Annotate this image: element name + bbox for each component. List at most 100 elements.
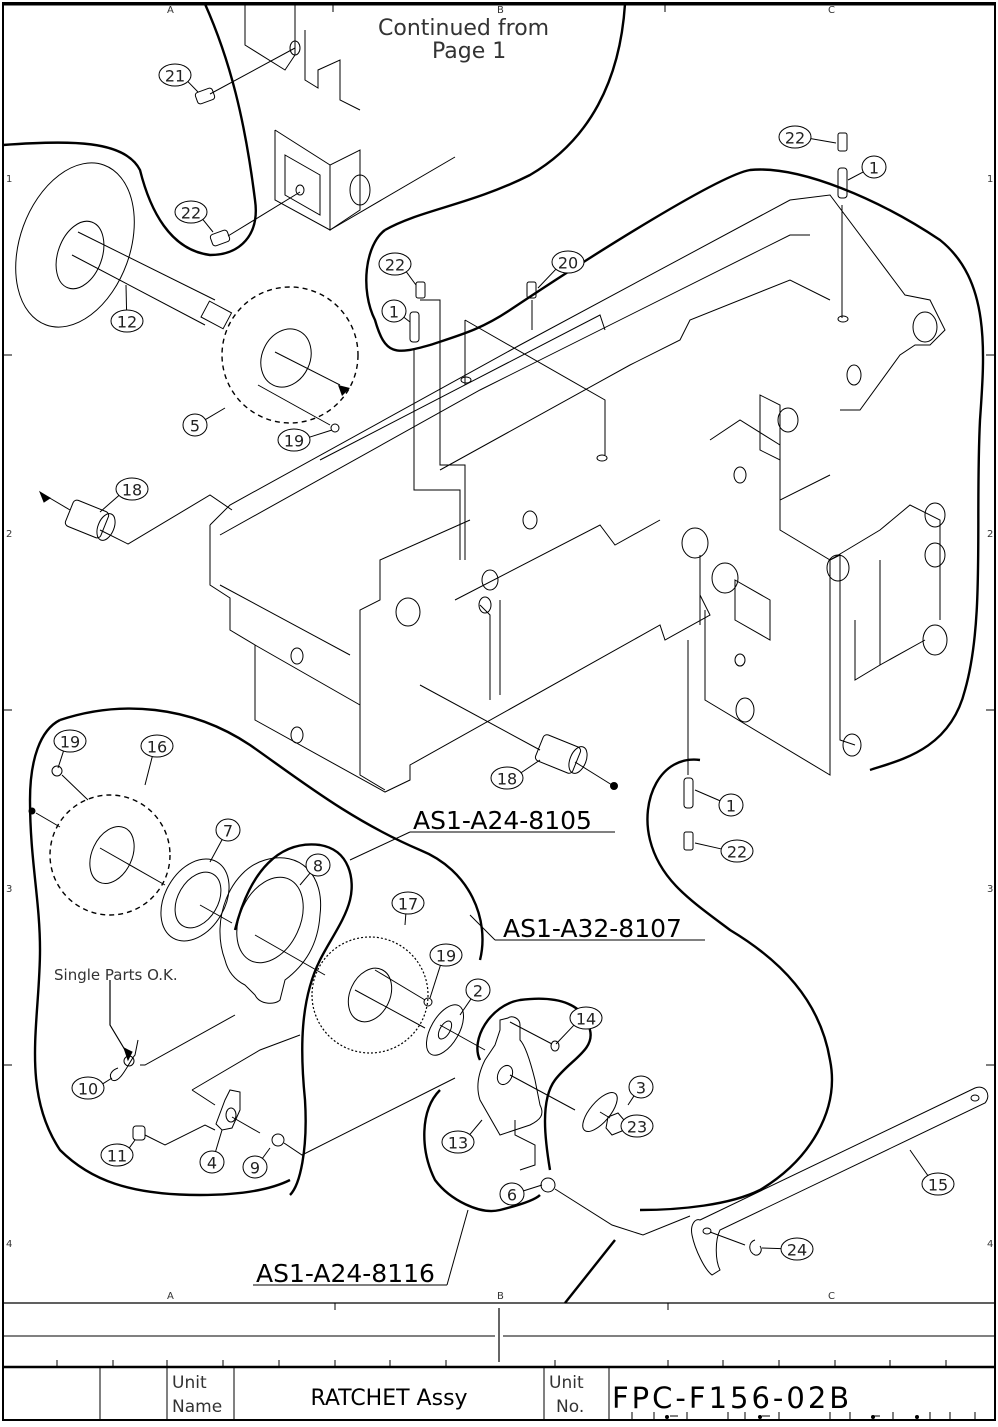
callout-number: 10 [78, 1080, 98, 1099]
callout-leader-line [460, 999, 471, 1015]
callout-number: 18 [122, 481, 142, 500]
spring-part-10 [110, 980, 235, 1081]
ratchet-wheel-part-17 [312, 937, 432, 1053]
callout-leader-line [470, 1120, 482, 1135]
callout-balloon-20: 20 [538, 251, 584, 288]
callout-balloon-18: 18 [491, 760, 540, 789]
callout-balloon-8: 8 [300, 854, 330, 885]
callout-number: 22 [385, 256, 405, 275]
callout-number: 19 [436, 947, 456, 966]
callout-leader-line [430, 965, 440, 998]
single-parts-note: Single Parts O.K. [54, 966, 178, 984]
zone-ticks [3, 3, 995, 1065]
callout-leader-line [762, 1248, 781, 1249]
zone-row-2-left: 2 [6, 529, 12, 540]
callout-leader-line [405, 914, 406, 925]
sprocket-part-5 [222, 287, 358, 432]
callout-leader-line [695, 843, 721, 849]
callout-balloon-22: 22 [779, 126, 836, 148]
callout-number: 12 [117, 313, 137, 332]
callout-balloon-12: 12 [111, 285, 143, 332]
callout-balloon-9: 9 [243, 1148, 270, 1178]
callout-leader-line [262, 1148, 270, 1158]
continued-note-line2: Page 1 [432, 39, 506, 64]
continued-note-line1: Continued from [378, 16, 549, 41]
callout-balloon-22: 22 [175, 201, 213, 232]
callout-leader-line [523, 1185, 542, 1191]
callout-leader-line [300, 873, 310, 885]
screw-part-11 [133, 1125, 215, 1145]
washer-part-2 [419, 999, 485, 1061]
zone-row-1-left: 1 [6, 174, 12, 185]
frame-region-outline-tail [565, 1240, 615, 1303]
callout-balloon-4: 4 [200, 1130, 224, 1173]
callout-number: 21 [165, 67, 185, 86]
callout-balloon-1: 1 [848, 156, 886, 180]
zone-col-c-bottom: C [828, 1291, 835, 1302]
callout-number: 20 [558, 254, 578, 273]
callout-number: 14 [576, 1010, 596, 1029]
callout-number: 1 [389, 303, 399, 322]
callout-leader-line [126, 285, 127, 310]
callout-number: 24 [787, 1241, 807, 1260]
zone-row-2-right: 2 [987, 529, 993, 540]
callout-number: 13 [448, 1134, 468, 1153]
callout-balloon-22: 22 [379, 253, 416, 285]
callout-balloon-1: 1 [382, 300, 410, 322]
pin-and-screw-chain [410, 133, 847, 850]
sheet-border [3, 3, 995, 1420]
unit-name-label-line1: Unit [172, 1373, 207, 1393]
unit-name-value: RATCHET Assy [310, 1386, 467, 1411]
callout-leader-line [910, 1150, 928, 1176]
callout-balloon-2: 2 [460, 979, 490, 1015]
callout-leader-line [58, 751, 64, 768]
callout-balloon-6: 6 [500, 1183, 542, 1205]
callout-balloon-16: 16 [141, 735, 173, 785]
callout-number: 22 [785, 129, 805, 148]
unit-no-value: FPC-F156-02B [612, 1381, 852, 1415]
callout-leader-line [203, 219, 213, 232]
callout-balloon-23: 23 [621, 1115, 653, 1137]
callout-balloon-15: 15 [910, 1150, 954, 1195]
sprocket-part-16 [29, 766, 171, 915]
callout-number: 22 [181, 204, 201, 223]
pawl-part-4 [192, 1035, 300, 1130]
callout-number: 3 [636, 1079, 646, 1098]
callout-number: 23 [627, 1118, 647, 1137]
callout-balloon-11: 11 [101, 1140, 135, 1166]
callout-leader-line [216, 1130, 222, 1152]
callout-leader-line [628, 1096, 634, 1105]
callout-number: 11 [107, 1147, 127, 1166]
assembly-label-8116: AS1-A24-8116 [256, 1259, 435, 1288]
unit-no-label-line2: No. [556, 1397, 584, 1417]
zone-row-4-left: 4 [6, 1239, 12, 1250]
callout-leader-line [188, 82, 198, 92]
callout-leader-line [521, 760, 540, 773]
callout-number: 22 [727, 843, 747, 862]
zone-row-3-left: 3 [6, 884, 12, 895]
callout-balloon-21: 21 [159, 64, 198, 92]
zone-col-a-top: A [167, 5, 174, 16]
callout-leader-line [210, 840, 222, 862]
callout-number: 9 [250, 1159, 260, 1178]
callout-leader-line [556, 1025, 574, 1044]
callout-leader-line [848, 172, 863, 180]
callout-number: 19 [284, 432, 304, 451]
callout-balloon-10: 10 [72, 1077, 112, 1099]
callout-balloon-22: 22 [695, 840, 753, 862]
unit-name-label-line2: Name [172, 1397, 222, 1417]
zone-row-1-right: 1 [987, 174, 993, 185]
callout-number: 8 [313, 857, 323, 876]
continued-region-outline [3, 4, 256, 255]
callout-leader-line [100, 495, 119, 512]
callout-balloon-1: 1 [695, 790, 743, 816]
callout-number: 2 [473, 982, 483, 1001]
callout-leader-line [103, 1078, 112, 1084]
callout-balloon-13: 13 [442, 1120, 482, 1153]
callout-number: 17 [398, 895, 418, 914]
zone-col-b-bottom: B [497, 1291, 504, 1302]
zone-row-3-right: 3 [987, 884, 993, 895]
callout-number: 7 [223, 822, 233, 841]
